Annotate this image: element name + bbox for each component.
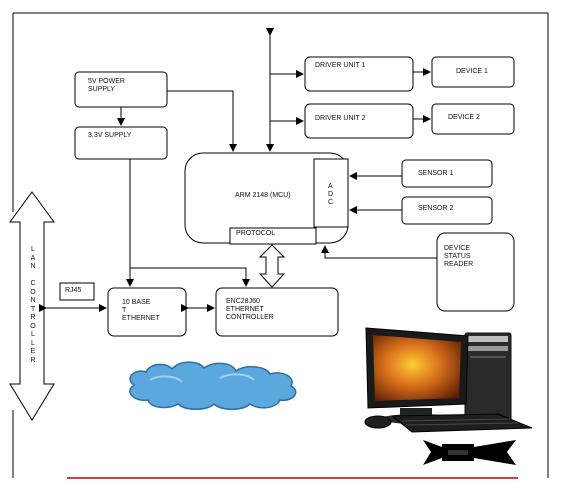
mcu-label: ARM 2148 (MCU) — [235, 192, 291, 199]
desktop-computer-icon — [364, 327, 533, 433]
device-status-reader-label: DEVICE STATUS READER — [444, 245, 474, 268]
ethernet-10base-block — [107, 287, 187, 337]
cloud-icon — [129, 361, 297, 410]
ethernet-controller-block — [215, 287, 339, 337]
power-5v-label: 5V POWER SUPPLY — [88, 78, 125, 93]
rj45-block — [59, 282, 95, 301]
supply-3v3-label: 3.3V SUPPLY — [88, 132, 132, 139]
lan-controller-arrow — [9, 191, 55, 421]
sensor-1-block — [401, 159, 493, 188]
supply-3v3-block — [74, 126, 168, 160]
lan-controller-label: L A N C O N T R O L L E R — [30, 246, 36, 364]
sensor-1-label: SENSOR 1 — [418, 170, 454, 177]
connectors — [39, 28, 437, 312]
arrow-5v-to-mcu — [167, 90, 237, 152]
device-2-label: DEVICE 2 — [448, 114, 480, 121]
protocol-block — [229, 227, 317, 245]
logo-icon — [423, 440, 516, 465]
driver-unit-1-label: DRIVER UNIT 1 — [315, 62, 366, 69]
device-status-reader-block — [436, 232, 515, 312]
driver-unit-2-block — [304, 103, 414, 139]
protocol-controller-arrow — [258, 244, 286, 288]
device-1-label: DEVICE 1 — [456, 68, 488, 75]
adc-block — [313, 158, 349, 228]
driver-unit-2-label: DRIVER UNIT 2 — [315, 115, 366, 122]
arrow-reader-to-mcu — [321, 245, 437, 259]
arrow-3v3-to-controller — [130, 267, 250, 287]
ethernet-controller-label: ENC28J60 ETHERNET CONTROLLER — [226, 298, 274, 321]
ethernet-10base-label: 10 BASE T ETHERNET — [122, 299, 160, 322]
driver-unit-1-block — [304, 56, 414, 92]
sensor-2-label: SENSOR 2 — [418, 205, 454, 212]
device-2-block — [431, 103, 515, 135]
rj45-label: RJ45 — [65, 287, 82, 294]
adc-label: A D C — [328, 183, 334, 206]
protocol-label: PROTOCOL — [236, 230, 276, 237]
device-1-block — [431, 56, 515, 88]
